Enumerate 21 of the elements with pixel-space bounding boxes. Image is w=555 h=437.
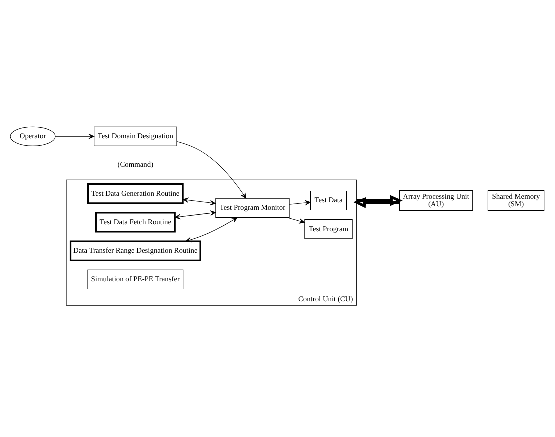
- arrow: [186, 217, 238, 243]
- node-ellipse: Operator: [10, 126, 56, 146]
- node-box: Shared Memory (SM): [488, 190, 545, 212]
- node-box: Data Transfer Range Designation Routine: [70, 240, 202, 262]
- node-box: Test Program Monitor: [216, 198, 290, 218]
- node-box: Simulation of PE-PE Transfer: [88, 270, 184, 290]
- node-box: Test Data: [310, 190, 348, 211]
- node-label: (Command): [118, 160, 154, 170]
- arrow: [289, 200, 311, 206]
- arrow: [354, 197, 400, 208]
- arrow: [55, 134, 95, 140]
- node-box: Test Data Generation Routine: [87, 184, 184, 204]
- arrow: [286, 217, 305, 224]
- arrow: [176, 142, 247, 199]
- node-box: Test Domain Designation: [94, 126, 178, 146]
- arrow: [174, 210, 216, 220]
- arrow: [356, 195, 403, 206]
- node-box: Test Program: [304, 220, 353, 240]
- node-box: Test Data Fetch Routine: [95, 212, 176, 233]
- arrow: [182, 198, 216, 206]
- node-box: Array Processing Unit (AU): [399, 190, 474, 212]
